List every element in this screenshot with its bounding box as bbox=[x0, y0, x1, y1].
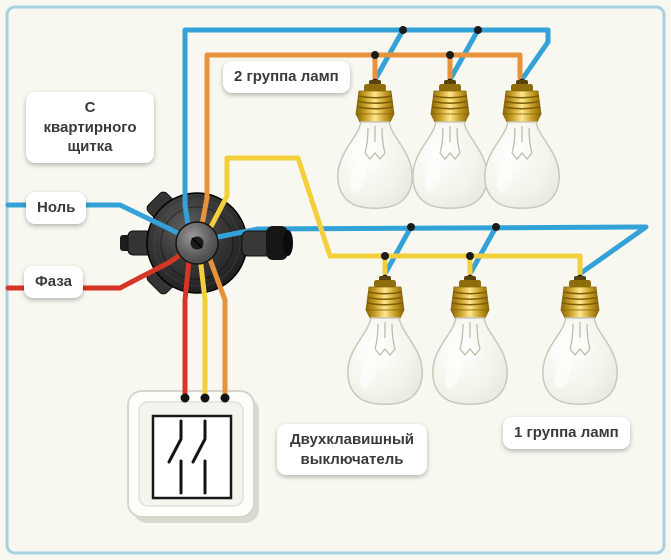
light-bulb bbox=[412, 77, 488, 210]
lamp-group-1 bbox=[347, 273, 618, 406]
junction-box-cap bbox=[175, 221, 219, 265]
light-bulb bbox=[542, 273, 618, 406]
light-bulb bbox=[432, 273, 508, 406]
group2-label: 2 группа ламп bbox=[223, 61, 350, 93]
light-bulb bbox=[347, 273, 423, 406]
border-frame bbox=[5, 5, 666, 555]
panel-label: С квартирного щитка bbox=[26, 92, 154, 163]
phase-label: Фаза bbox=[24, 266, 83, 298]
two-gang-switch bbox=[127, 390, 259, 523]
light-bulb bbox=[337, 77, 413, 210]
neutral-label: Ноль bbox=[26, 192, 87, 224]
switch-symbol-2 bbox=[191, 419, 207, 495]
switch-terminals bbox=[180, 393, 230, 403]
group1-label: 1 группа ламп bbox=[503, 417, 630, 449]
switch-symbol-1 bbox=[167, 419, 183, 495]
lamp-group-2 bbox=[337, 77, 560, 210]
light-bulb bbox=[484, 77, 560, 210]
junction-box-connector bbox=[241, 226, 293, 260]
junction-dots bbox=[371, 26, 500, 260]
switch-label: Двухклавишный выключатель bbox=[277, 424, 427, 475]
